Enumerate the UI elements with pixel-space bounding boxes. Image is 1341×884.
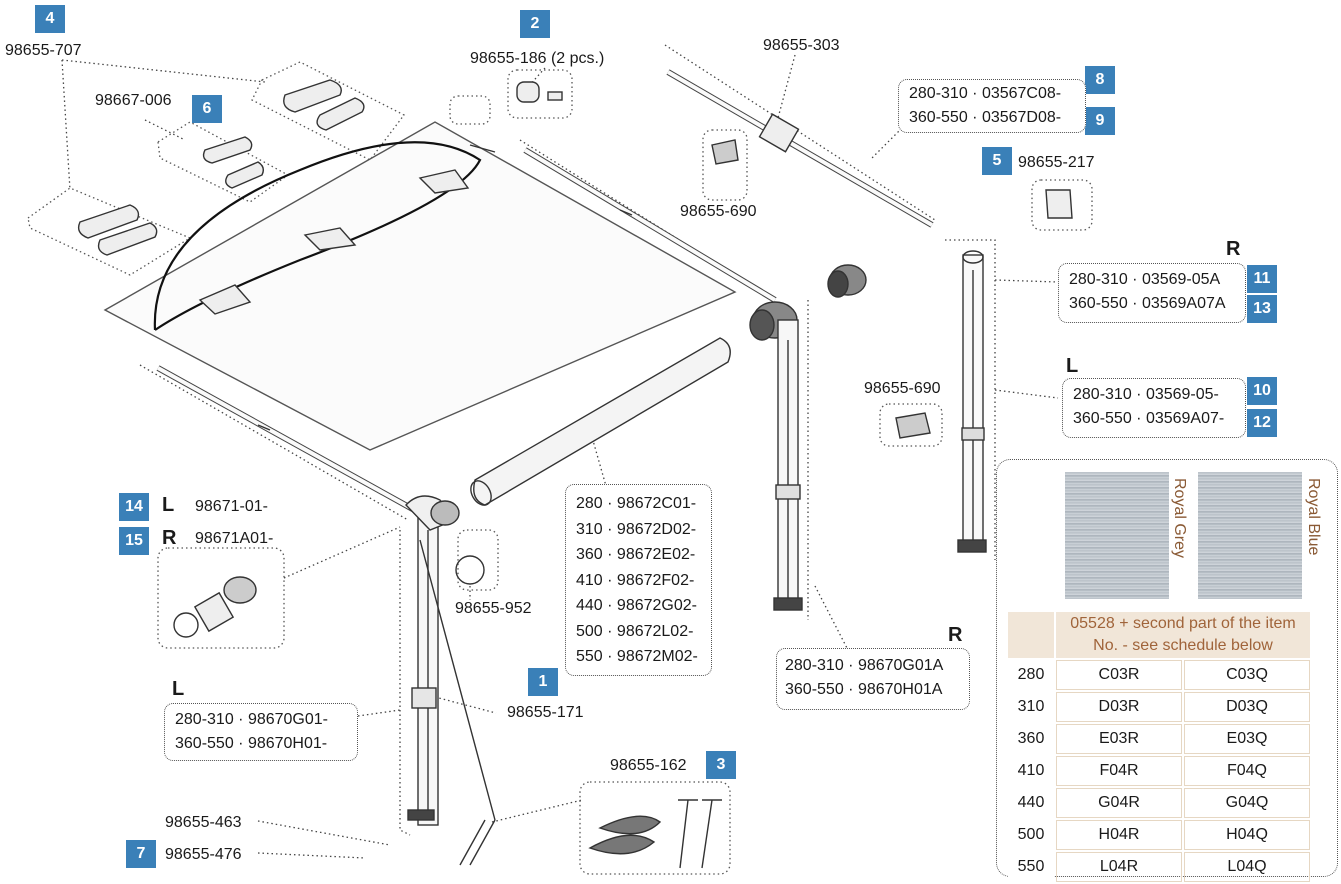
- table-row: 440 G04R G04Q: [1008, 788, 1310, 818]
- part-label-98655-217: 98655-217: [1018, 154, 1095, 171]
- table-row: 280 C03R C03Q: [1008, 660, 1310, 690]
- roller-code: 440 · 98672G02-: [576, 597, 697, 614]
- badge-9: 9: [1085, 107, 1115, 135]
- table-header-row: 05528 + second part of the item No. - se…: [1008, 612, 1310, 658]
- grey-code-cell: C03R: [1056, 660, 1182, 690]
- part-label-98655-952: 98655-952: [455, 600, 532, 617]
- grey-code-cell: E03R: [1056, 724, 1182, 754]
- blue-code-cell: H04Q: [1184, 820, 1310, 850]
- code-line: 360-550 · 98670H01-: [175, 735, 328, 752]
- badge-7: 7: [126, 840, 156, 868]
- grey-code-cell: F04R: [1056, 756, 1182, 786]
- size-cell: 550: [1008, 852, 1054, 882]
- badge-14: 14: [119, 493, 149, 521]
- part-label-98655-171: 98655-171: [507, 704, 584, 721]
- table-row: 550 L04R L04Q: [1008, 852, 1310, 882]
- code-line: 280-310 · 98670G01A: [785, 657, 944, 674]
- schedule-header: 05528 + second part of the item No. - se…: [1056, 612, 1310, 658]
- badge-1: 1: [528, 668, 558, 696]
- blue-code-cell: G04Q: [1184, 788, 1310, 818]
- swatch-label-royal-blue: Royal Blue: [1305, 478, 1322, 556]
- badge-12: 12: [1247, 409, 1277, 437]
- part-label-98655-690-top: 98655-690: [680, 203, 757, 220]
- size-cell: 440: [1008, 788, 1054, 818]
- code-line: 360-550 · 98670H01A: [785, 681, 943, 698]
- swatch-royal-grey: [1065, 472, 1169, 599]
- roller-code: 550 · 98672M02-: [576, 648, 698, 665]
- badge-13: 13: [1247, 295, 1277, 323]
- code-line: 280-310 · 03569-05A: [1069, 271, 1221, 288]
- blue-code-cell: E03Q: [1184, 724, 1310, 754]
- badge-15: 15: [119, 527, 149, 555]
- grey-code-cell: H04R: [1056, 820, 1182, 850]
- left-leg-code-box: 280-310 · 98670G01- 360-550 · 98670H01-: [164, 703, 358, 761]
- code-line: 280-310 · 03569-05-: [1073, 386, 1219, 403]
- badge-4: 4: [35, 5, 65, 33]
- code-line: 280-310 · 98670G01-: [175, 711, 328, 728]
- badge-11: 11: [1247, 265, 1277, 293]
- table-row: 310 D03R D03Q: [1008, 692, 1310, 722]
- header-corner: [1008, 612, 1054, 658]
- badge-2: 2: [520, 10, 550, 38]
- right-leg-code-box: 280-310 · 98670G01A 360-550 · 98670H01A: [776, 648, 970, 710]
- fabric-schedule-table: 05528 + second part of the item No. - se…: [1006, 610, 1312, 884]
- badge-6: 6: [192, 95, 222, 123]
- blue-code-cell: L04Q: [1184, 852, 1310, 882]
- table-row: 360 E03R E03Q: [1008, 724, 1310, 754]
- size-cell: 500: [1008, 820, 1054, 850]
- code-line: 360-550 · 03569A07-: [1073, 410, 1225, 427]
- part-label-98671a01: 98671A01-: [195, 530, 274, 547]
- side-label-r-leg: R: [948, 624, 963, 646]
- part-label-98671-01: 98671-01-: [195, 498, 268, 515]
- badge-8: 8: [1085, 66, 1115, 94]
- roller-code: 280 · 98672C01-: [576, 495, 697, 512]
- left-upper-code-box: 280-310 · 03569-05- 360-550 · 03569A07-: [1062, 378, 1246, 438]
- part-label-98655-463: 98655-463: [165, 814, 242, 831]
- size-cell: 410: [1008, 756, 1054, 786]
- grey-code-cell: G04R: [1056, 788, 1182, 818]
- table-row: 410 F04R F04Q: [1008, 756, 1310, 786]
- badge-5: 5: [982, 147, 1012, 175]
- blue-code-cell: C03Q: [1184, 660, 1310, 690]
- roller-code: 310 · 98672D02-: [576, 520, 697, 538]
- part-label-98655-162: 98655-162: [610, 757, 687, 774]
- size-cell: 360: [1008, 724, 1054, 754]
- side-label-r-upper: R: [1226, 238, 1241, 260]
- roller-code: 500 · 98672L02-: [576, 622, 694, 640]
- side-label-l-leg: L: [172, 678, 185, 700]
- roller-code: 410 · 98672F02-: [576, 571, 695, 589]
- side-label-l-upper: L: [1066, 355, 1079, 377]
- roller-code-box: 280 · 98672C01- 310 · 98672D02- 360 · 98…: [565, 484, 712, 676]
- blue-code-cell: F04Q: [1184, 756, 1310, 786]
- arm-code-line: 360-550 · 03567D08-: [909, 109, 1062, 126]
- arm-code-line: 280-310 · 03567C08-: [909, 85, 1062, 102]
- part-label-98667-006: 98667-006: [95, 92, 172, 109]
- size-cell: 310: [1008, 692, 1054, 722]
- badge-3: 3: [706, 751, 736, 779]
- badge-10: 10: [1247, 377, 1277, 405]
- grey-code-cell: D03R: [1056, 692, 1182, 722]
- grey-code-cell: L04R: [1056, 852, 1182, 882]
- part-label-98655-186: 98655-186 (2 pcs.): [470, 50, 605, 67]
- blue-code-cell: D03Q: [1184, 692, 1310, 722]
- part-label-98655-303: 98655-303: [763, 37, 840, 54]
- swatch-royal-blue: [1198, 472, 1302, 599]
- side-label-r-joint: R: [162, 527, 177, 549]
- part-label-98655-690-mid: 98655-690: [864, 380, 941, 397]
- size-cell: 280: [1008, 660, 1054, 690]
- table-row: 500 H04R H04Q: [1008, 820, 1310, 850]
- side-label-l-joint: L: [162, 494, 175, 516]
- right-upper-code-box: 280-310 · 03569-05A 360-550 · 03569A07A: [1058, 263, 1246, 323]
- roller-code: 360 · 98672E02-: [576, 546, 696, 563]
- swatch-label-royal-grey: Royal Grey: [1171, 478, 1188, 559]
- part-label-98655-476: 98655-476: [165, 846, 242, 863]
- part-label-98655-707: 98655-707: [5, 42, 82, 59]
- code-line: 360-550 · 03569A07A: [1069, 295, 1226, 312]
- arm-code-box: 280-310 · 03567C08- 360-550 · 03567D08-: [898, 79, 1086, 133]
